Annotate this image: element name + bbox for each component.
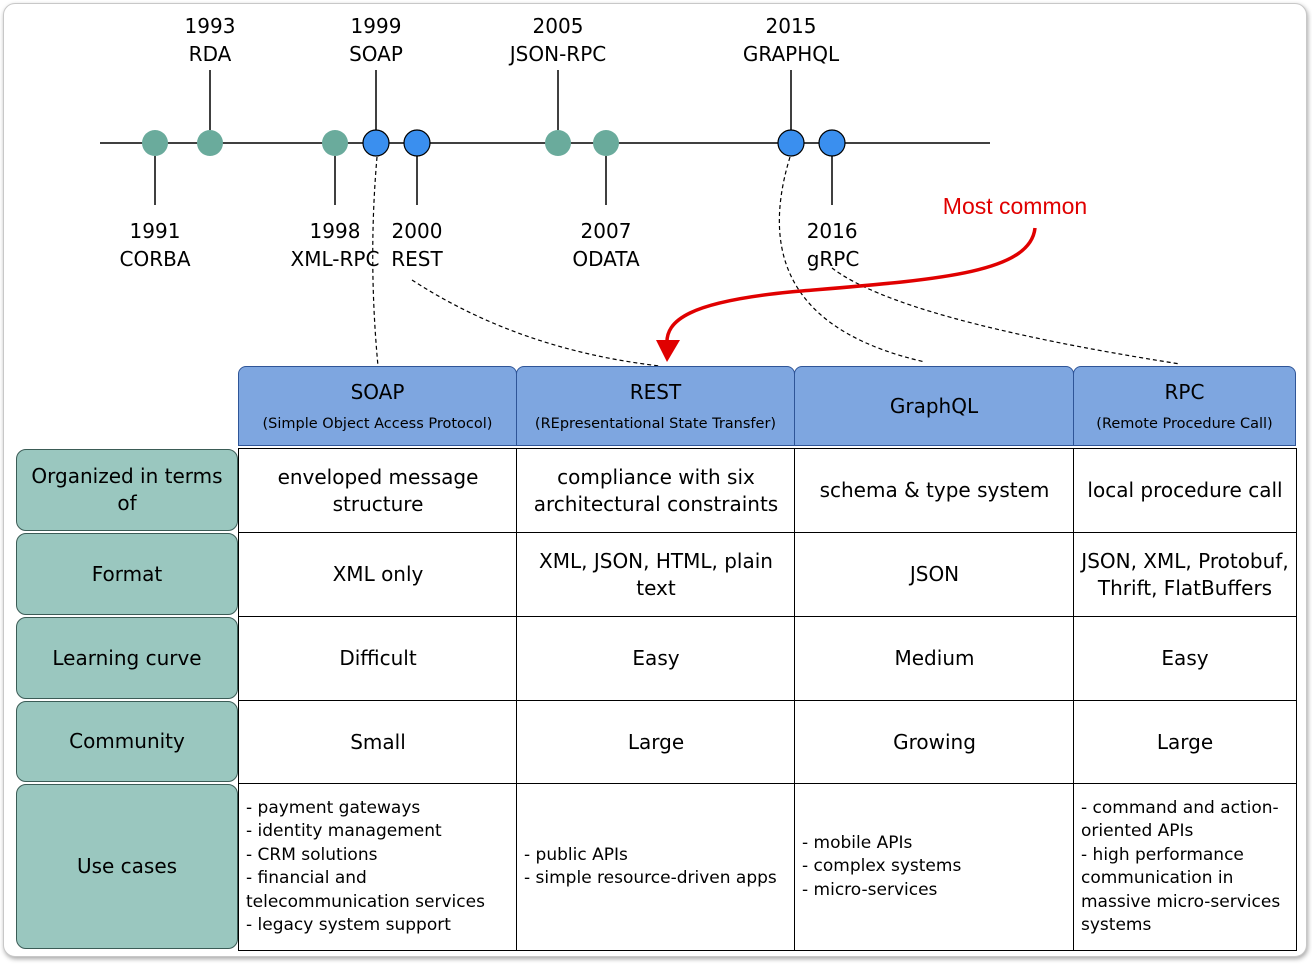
column-subtitle: (Remote Procedure Call) (1096, 416, 1273, 432)
event-year: 2015 (765, 14, 817, 38)
table-cell: Large (516, 700, 796, 784)
most-common-arrow (665, 227, 1037, 346)
column-subtitle: (Simple Object Access Protocol) (262, 416, 493, 432)
row-label: Learning curve (16, 617, 238, 699)
table-cell: XML, JSON, HTML, plain text (516, 532, 796, 617)
table-cell: compliance with six architectural constr… (516, 448, 796, 533)
row-label: Community (16, 701, 238, 782)
event-year: 2007 (580, 219, 632, 243)
table-cell: JSON (794, 532, 1075, 617)
event-name: SOAP (349, 42, 403, 66)
table-cell: - mobile APIs - complex systems - micro-… (794, 783, 1075, 951)
timeline-dot-1998 (322, 130, 348, 156)
timeline-dot-2000 (403, 129, 431, 157)
row-label: Organized in terms of (16, 449, 238, 531)
column-header-rpc: RPC (Remote Procedure Call) (1073, 366, 1296, 446)
event-year: 2000 (391, 219, 443, 243)
table-cell: Medium (794, 616, 1075, 701)
event-year: 1991 (129, 219, 181, 243)
table-cell: Easy (516, 616, 796, 701)
column-title: SOAP (350, 380, 405, 404)
column-header-rest: REST (REpresentational State Transfer) (516, 366, 795, 446)
event-year: 1993 (184, 14, 236, 38)
row-label: Format (16, 533, 238, 615)
event-name: gRPC (806, 247, 860, 271)
column-header-graphql: GraphQL (794, 366, 1074, 446)
timeline-dot-2015 (777, 129, 805, 157)
column-title: REST (629, 380, 682, 404)
timeline-dot-2005 (545, 130, 571, 156)
timeline-dot-1993 (197, 130, 223, 156)
event-year: 1999 (350, 14, 402, 38)
event-name: JSON-RPC (509, 42, 607, 66)
column-title: RPC (1164, 380, 1205, 404)
table-cell: Large (1073, 700, 1297, 784)
table-cell: enveloped message structure (238, 448, 518, 533)
connector-soap (372, 156, 379, 367)
connector-graphql (778, 156, 926, 363)
table-cell: local procedure call (1073, 448, 1297, 533)
event-name: ODATA (572, 247, 640, 271)
row-label: Use cases (16, 784, 238, 949)
table-cell: Small (238, 700, 518, 784)
event-year: 1998 (309, 219, 361, 243)
timeline-label-2016: 2016 gRPC (807, 217, 860, 273)
event-name: XML-RPC (290, 247, 380, 271)
timeline-dot-1991 (142, 130, 168, 156)
table-cell: JSON, XML, Protobuf, Thrift, FlatBuffers (1073, 532, 1297, 617)
event-name: GRAPHQL (742, 42, 840, 66)
table-cell: Easy (1073, 616, 1297, 701)
event-name: CORBA (119, 247, 191, 271)
table-cell: Growing (794, 700, 1075, 784)
event-year: 2005 (532, 14, 584, 38)
table-cell: XML only (238, 532, 518, 617)
timeline-dot-2007 (593, 130, 619, 156)
column-subtitle: (REpresentational State Transfer) (534, 416, 777, 432)
table-cell: schema & type system (794, 448, 1075, 533)
table-cell: - command and action-oriented APIs - hig… (1073, 783, 1297, 951)
timeline-dot-2016 (818, 129, 846, 157)
table-cell: Difficult (238, 616, 518, 701)
column-header-soap: SOAP (Simple Object Access Protocol) (238, 366, 517, 446)
event-name: REST (391, 247, 443, 271)
table-cell: - public APIs - simple resource-driven a… (516, 783, 796, 951)
most-common-label: Most common (942, 193, 1088, 219)
table-cell: - payment gateways - identity management… (238, 783, 518, 951)
most-common-arrowhead (656, 340, 680, 362)
event-name: RDA (188, 42, 232, 66)
event-year: 2016 (806, 219, 858, 243)
timeline-dot-1999 (362, 129, 390, 157)
column-title: GraphQL (889, 394, 979, 418)
connector-rest (411, 279, 661, 367)
